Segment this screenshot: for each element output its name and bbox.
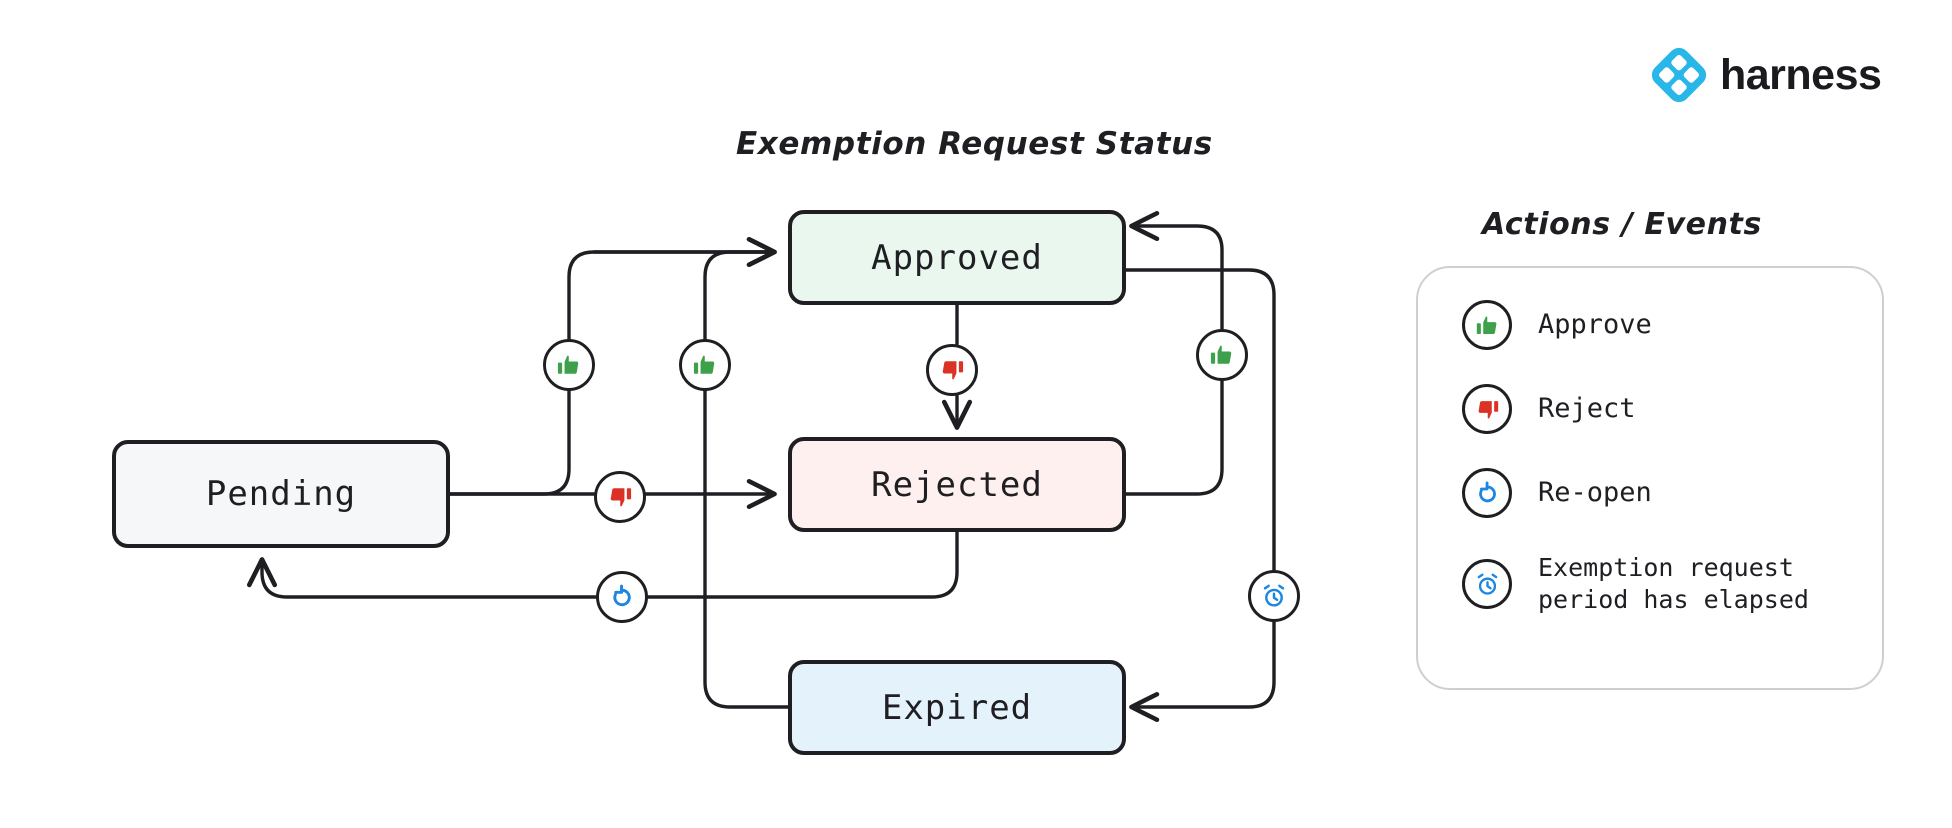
- reopen-icon: [1478, 481, 1496, 502]
- legend-item-reject: Reject: [1462, 384, 1809, 434]
- thumbs-up-icon: [1476, 315, 1496, 334]
- legend-label-approve: Approve: [1538, 308, 1652, 340]
- edge-badge-reject-approved-to-rejected: [926, 344, 978, 396]
- state-node-rejected[interactable]: Rejected: [788, 437, 1126, 532]
- thumbs-up-icon: [557, 355, 579, 374]
- edge-rejected-to-approved-head: [1129, 210, 1224, 331]
- state-node-approved[interactable]: Approved: [788, 210, 1126, 305]
- edge-expired-to-approved-lower: [703, 389, 790, 709]
- state-node-pending[interactable]: Pending: [112, 440, 450, 548]
- edge-badge-reject-pending-to-rejected: [594, 471, 646, 523]
- legend-label-reopen: Re-open: [1538, 476, 1652, 508]
- legend-item-reopen: Re-open: [1462, 468, 1809, 518]
- legend-title: Actions / Events: [1482, 207, 1762, 242]
- edge-approved-to-expired-upper: [1124, 268, 1276, 572]
- brand-wordmark: harness: [1720, 50, 1882, 99]
- edge-badge-period-elapsed-approved-to-expired: [1248, 570, 1300, 622]
- legend-panel: Approve Reject Re-open: [1416, 266, 1884, 690]
- thumbs-down-icon: [942, 361, 964, 380]
- legend-badge-approve: [1462, 300, 1512, 350]
- legend-badge-reopen: [1462, 468, 1512, 518]
- state-node-expired[interactable]: Expired: [788, 660, 1126, 755]
- edge-badge-reopen-expired-to-pending: [596, 571, 648, 623]
- legend-item-period-elapsed: Exemption request period has elapsed: [1462, 552, 1809, 616]
- edge-expired-to-pending: [262, 530, 959, 599]
- thumbs-up-icon: [1210, 345, 1232, 364]
- alarm-clock-icon: [1477, 573, 1497, 595]
- diagram-title: Exemption Request Status: [736, 126, 1213, 162]
- legend-label-period-elapsed: Exemption request period has elapsed: [1538, 553, 1809, 614]
- reopen-icon: [613, 584, 631, 607]
- edge-badge-approve-pending-to-approved: [543, 339, 595, 391]
- legend-list: Approve Reject Re-open: [1462, 300, 1809, 616]
- edge-badge-approve-expired-to-approved: [679, 339, 731, 391]
- alarm-clock-icon: [1263, 584, 1285, 607]
- thumbs-down-icon: [610, 488, 632, 507]
- edge-badge-approve-rejected-to-approved: [1196, 329, 1248, 381]
- edge-rejected-to-approved-lower: [1124, 379, 1224, 496]
- legend-item-approve: Approve: [1462, 300, 1809, 350]
- edge-approved-to-expired-head: [1129, 620, 1276, 723]
- legend-label-reject: Reject: [1538, 392, 1636, 424]
- state-diagram-edges: [0, 210, 1276, 723]
- brand-logo: harness: [1648, 44, 1882, 106]
- thumbs-down-icon: [1478, 400, 1498, 419]
- edge-expired-to-approved-head: [703, 236, 777, 393]
- legend-badge-period-elapsed: [1462, 559, 1512, 609]
- thumbs-up-icon: [693, 355, 715, 374]
- harness-diamond-logo-icon: [1651, 47, 1707, 103]
- legend-badge-reject: [1462, 384, 1512, 434]
